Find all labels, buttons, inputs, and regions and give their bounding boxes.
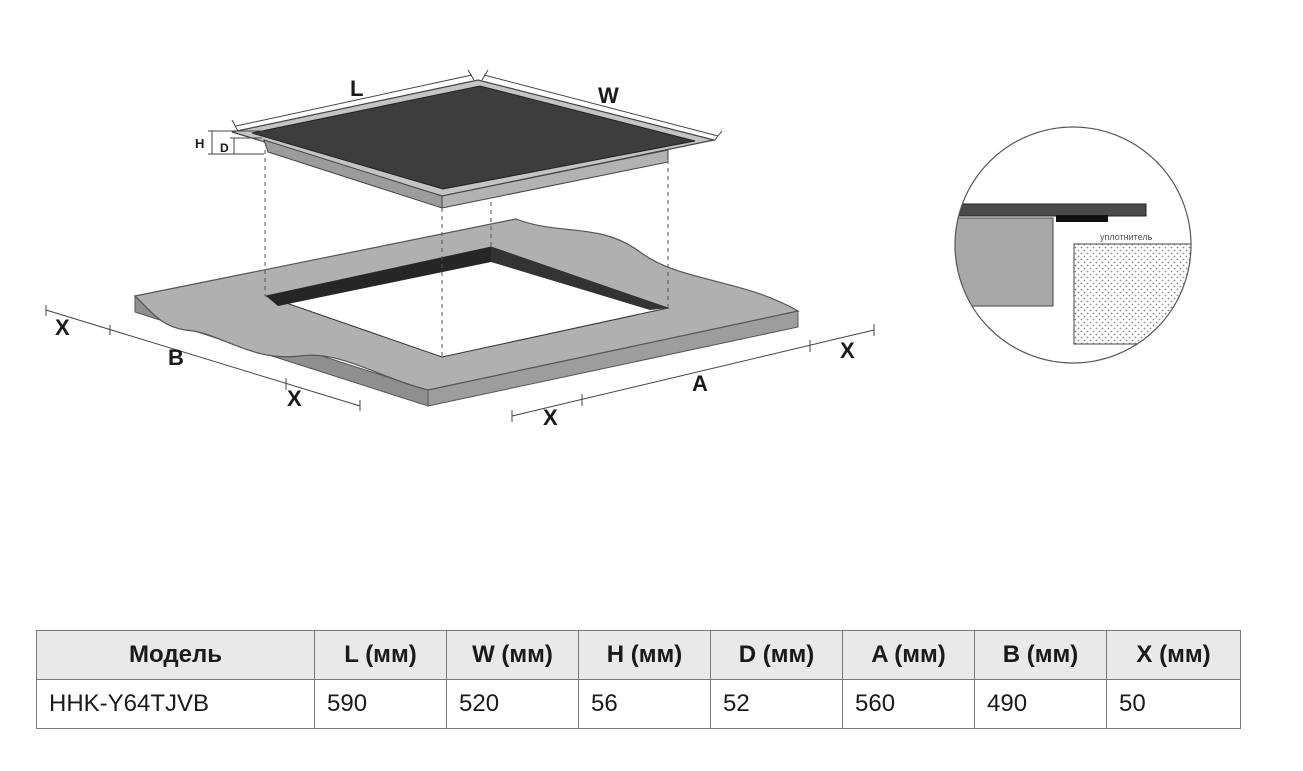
detail-seal-strip [1056, 215, 1108, 222]
cell-d: 52 [710, 679, 843, 729]
header-h: H (мм) [578, 630, 711, 680]
detail-hob-panel [955, 203, 1147, 217]
header-x: X (мм) [1106, 630, 1241, 680]
label-a: A [692, 371, 708, 396]
cell-model: HHK-Y64TJVB [36, 679, 315, 729]
header-b: B (мм) [974, 630, 1107, 680]
cell-a: 560 [842, 679, 975, 729]
header-a: A (мм) [842, 630, 975, 680]
seal-label: уплотнитель [1100, 232, 1153, 242]
cell-x: 50 [1106, 679, 1241, 729]
cell-h: 56 [578, 679, 711, 729]
detail-hob-body [1073, 243, 1191, 345]
cell-l: 590 [314, 679, 447, 729]
hob-dimension-lines [208, 69, 723, 155]
header-l: L (мм) [314, 630, 447, 680]
seal-detail-callout: уплотнитель [954, 126, 1192, 364]
label-d: D [220, 141, 229, 155]
cutout-back-wall-left [266, 247, 491, 306]
header-d: D (мм) [710, 630, 843, 680]
label-x-right: X [840, 338, 855, 363]
label-h: H [195, 136, 204, 151]
label-x-bottom-right: X [543, 405, 558, 430]
cutout-back-wall-right [491, 247, 668, 310]
specs-table: Модель L (мм) W (мм) H (мм) D (мм) A (мм… [36, 630, 1241, 729]
cell-w: 520 [446, 679, 579, 729]
header-model: Модель [36, 630, 315, 680]
table-row: HHK-Y64TJVB 590 520 56 52 560 490 50 [36, 679, 1241, 729]
label-b: B [168, 345, 184, 370]
label-l: L [350, 76, 363, 101]
label-w: W [598, 83, 619, 108]
label-x-bottom-left: X [287, 386, 302, 411]
countertop-dimension-lines [45, 305, 875, 422]
cell-b: 490 [974, 679, 1107, 729]
detail-countertop [955, 217, 1054, 307]
label-x-left: X [55, 315, 70, 340]
projection-lines [264, 150, 669, 357]
installation-diagram: L W H D X B X A X X уплотнитель [45, 69, 1192, 430]
header-w: W (мм) [446, 630, 579, 680]
hob [231, 79, 715, 209]
hob-glass [251, 85, 696, 190]
countertop [133, 218, 800, 407]
table-header-row: Модель L (мм) W (мм) H (мм) D (мм) A (мм… [36, 630, 1241, 680]
